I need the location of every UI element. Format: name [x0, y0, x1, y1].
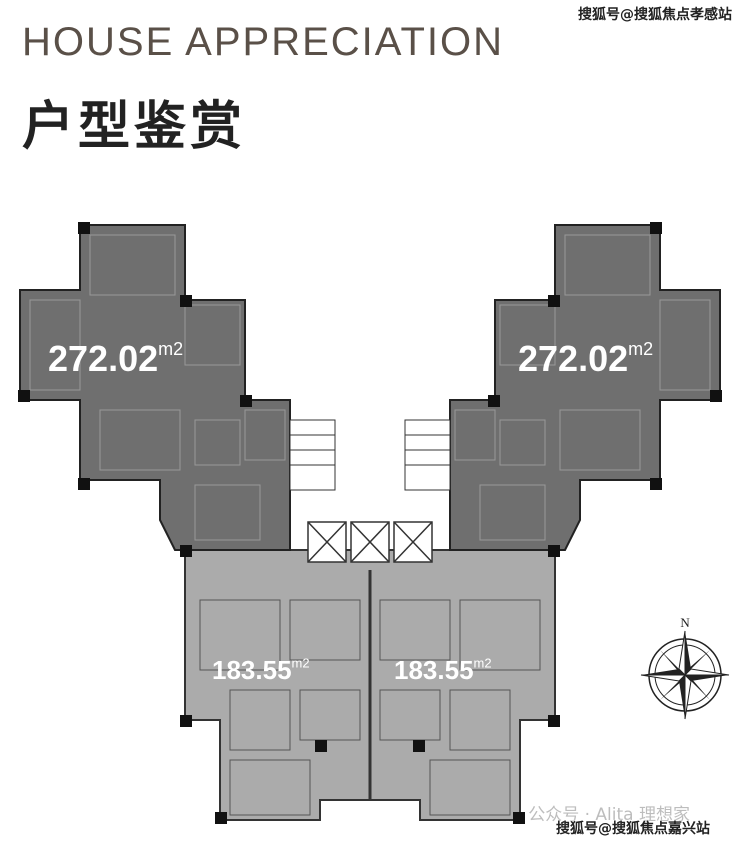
watermark-top: 搜狐号@搜狐焦点孝感站	[578, 7, 732, 23]
unit-area-bottom-right: 183.55m2	[394, 655, 492, 685]
structural-columns	[18, 222, 722, 824]
unit-area-bottom-left: 183.55m2	[212, 655, 310, 685]
compass-rose-icon: N	[640, 615, 730, 720]
title-chinese: 户型鉴赏	[22, 97, 247, 157]
title-english: HOUSE APPRECIATION	[22, 20, 505, 64]
watermark-bottom: 搜狐号@搜狐焦点嘉兴站	[556, 821, 710, 837]
bottom-units	[184, 549, 556, 821]
elevators	[307, 521, 433, 563]
core	[289, 419, 451, 563]
left-wing-unit	[19, 224, 291, 551]
unit-area-right-wing: 272.02m2	[518, 338, 654, 379]
right-wing-unit	[449, 224, 721, 551]
watermark-official-account: 公众号 · Alita 理想家	[528, 805, 690, 825]
compass-north-label: N	[680, 615, 690, 630]
unit-area-left-wing: 272.02m2	[48, 338, 184, 379]
